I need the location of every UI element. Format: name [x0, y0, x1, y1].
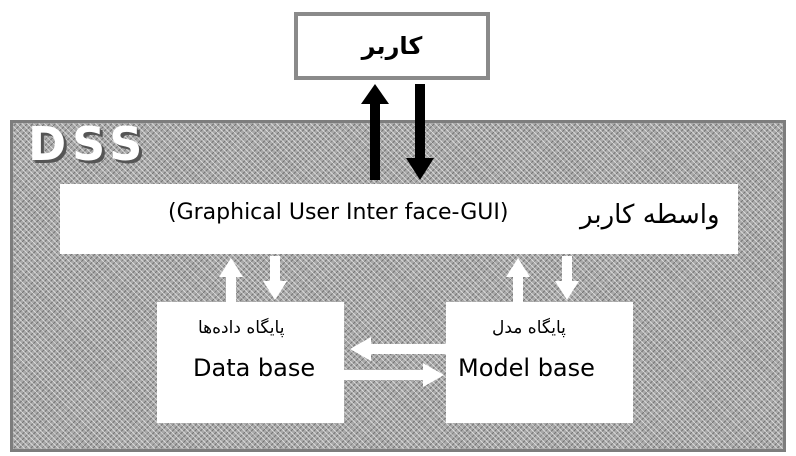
- arrow-modelbase-to-database: [350, 337, 446, 361]
- modelbase-label-persian: پایگاه مدل: [492, 318, 566, 338]
- arrow-gui-to-modelbase: [555, 256, 579, 300]
- user-box: کاربر: [294, 12, 490, 80]
- gui-label-persian: واسطه کاربر: [580, 200, 720, 230]
- database-label-persian: پایگاه داده‌ها: [198, 318, 285, 338]
- modelbase-box: [446, 302, 633, 423]
- arrow-modelbase-to-gui: [506, 258, 530, 302]
- arrow-user-to-gui: [406, 84, 434, 180]
- database-label-english: Data base: [193, 354, 316, 382]
- database-box: [157, 302, 344, 423]
- gui-label-english: (Graphical User Inter face-GUI): [168, 200, 509, 225]
- gui-box: [60, 184, 738, 254]
- arrow-database-to-modelbase: [344, 363, 444, 387]
- dss-label: DSS: [28, 117, 149, 171]
- arrow-gui-to-database: [263, 256, 287, 300]
- dss-container: [10, 120, 786, 452]
- user-label: کاربر: [361, 32, 423, 60]
- arrow-database-to-gui: [219, 258, 243, 302]
- arrow-gui-to-user: [361, 84, 389, 180]
- modelbase-label-english: Model base: [458, 354, 595, 382]
